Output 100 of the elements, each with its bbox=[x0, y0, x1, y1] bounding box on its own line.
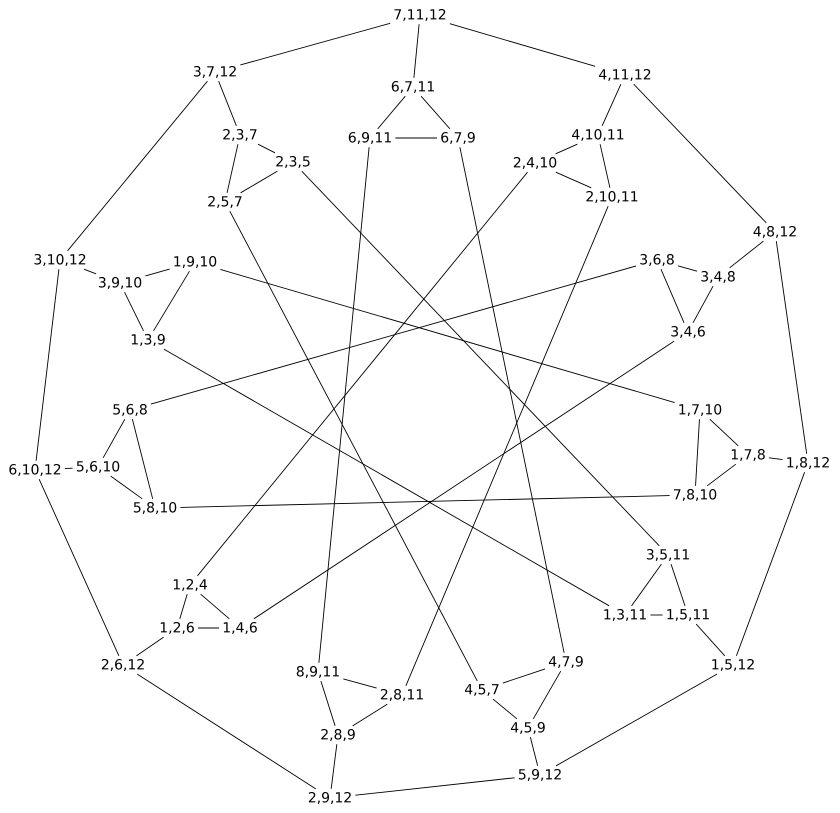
vertex-label: 4,5,9 bbox=[510, 722, 545, 734]
vertex-label: 1,2,6 bbox=[160, 622, 194, 634]
vertex-label: 1,5,12 bbox=[712, 659, 754, 671]
vertex-label: 8,9,11 bbox=[296, 666, 339, 678]
edge-line bbox=[556, 674, 718, 766]
vertex-label: 4,8,12 bbox=[754, 226, 796, 238]
vertex-label: 2,10,11 bbox=[586, 191, 638, 203]
edge-line bbox=[110, 476, 143, 500]
edge-line bbox=[413, 24, 420, 78]
edge-line bbox=[729, 240, 764, 268]
edge-line bbox=[102, 418, 126, 458]
edge-line bbox=[229, 210, 478, 682]
edge-line bbox=[330, 744, 338, 790]
edge-line bbox=[650, 614, 664, 616]
vertex-label: 6,10,12 bbox=[9, 464, 60, 476]
vertex-label: 3,4,8 bbox=[701, 271, 735, 283]
edge-line bbox=[226, 144, 238, 194]
vertex-label: 3,10,12 bbox=[34, 254, 86, 266]
edge-line bbox=[695, 418, 700, 486]
edge-line bbox=[150, 266, 637, 405]
vertex-label: 1,3,9 bbox=[132, 334, 165, 346]
vertex-label: 5,6,10 bbox=[76, 461, 120, 473]
edge-line bbox=[352, 704, 388, 726]
vertex-label: 5,8,10 bbox=[134, 502, 176, 514]
edge-line bbox=[200, 594, 230, 620]
vertex-label: 4,11,12 bbox=[599, 69, 650, 81]
vertex-label: 5,9,12 bbox=[518, 769, 561, 781]
edge-line bbox=[240, 170, 278, 194]
edge-line bbox=[502, 668, 546, 684]
vertex-label: 6,7,11 bbox=[392, 81, 434, 93]
edge-line bbox=[696, 624, 726, 656]
edge-line bbox=[301, 170, 660, 546]
edge-line bbox=[405, 206, 609, 686]
vertex-label: 5,6,8 bbox=[113, 404, 147, 416]
edge-line bbox=[342, 678, 378, 688]
vertex-label: 3,9,10 bbox=[98, 277, 142, 289]
edge-line bbox=[768, 457, 784, 460]
edge-line bbox=[677, 265, 698, 272]
vertex-label: 4,10,11 bbox=[572, 129, 624, 141]
edge-line bbox=[258, 144, 276, 154]
edge-line bbox=[144, 268, 170, 276]
edge-line bbox=[459, 146, 565, 654]
edge-line bbox=[153, 270, 190, 332]
edge-line bbox=[136, 636, 164, 656]
edge-line bbox=[218, 80, 237, 126]
vertex-label: 1,7,10 bbox=[679, 404, 722, 416]
edge-line bbox=[776, 240, 808, 454]
edge-line bbox=[240, 22, 391, 66]
edge-line bbox=[38, 478, 120, 656]
vertex-label: 1,4,6 bbox=[224, 622, 257, 634]
edge-line bbox=[555, 172, 592, 188]
vertex-label: 3,4,6 bbox=[671, 326, 705, 338]
edge-line bbox=[692, 286, 714, 324]
edge-line bbox=[197, 172, 528, 576]
vertex-label: 2,9,12 bbox=[308, 792, 351, 804]
vertex-label: 2,3,7 bbox=[223, 129, 257, 141]
edge-line bbox=[709, 418, 739, 446]
vertex-label: 7,8,10 bbox=[674, 489, 716, 501]
edge-line bbox=[84, 268, 97, 274]
edge-line bbox=[492, 698, 518, 720]
edge-line bbox=[36, 268, 60, 462]
edge-line bbox=[163, 348, 610, 606]
vertex-label: 3,6,8 bbox=[640, 254, 674, 266]
edge-line bbox=[660, 268, 684, 324]
edge-line bbox=[132, 418, 154, 500]
edge-line bbox=[670, 564, 686, 606]
vertex-label: 1,5,11 bbox=[667, 609, 709, 621]
edge-line bbox=[220, 268, 676, 404]
edge-line bbox=[318, 146, 370, 664]
vertex-label: 1,8,12 bbox=[787, 457, 829, 469]
vertex-label: 6,7,9 bbox=[441, 132, 475, 144]
vertex-label: 2,8,11 bbox=[380, 689, 423, 701]
vertex-label: 2,5,7 bbox=[208, 196, 242, 208]
edge-line bbox=[602, 84, 622, 126]
vertex-label: 2,4,10 bbox=[514, 157, 556, 169]
edge-line bbox=[736, 472, 806, 656]
edge-line bbox=[180, 495, 670, 508]
edge-line bbox=[253, 340, 675, 620]
edge-line bbox=[449, 23, 596, 67]
edge-line bbox=[124, 292, 144, 332]
vertex-label: 4,7,9 bbox=[548, 656, 583, 668]
edge-line bbox=[420, 96, 450, 130]
edge-line bbox=[532, 670, 562, 720]
edge-line bbox=[64, 468, 74, 470]
vertex-label: 4,5,7 bbox=[464, 684, 499, 696]
edge-line bbox=[633, 84, 767, 224]
edge-line bbox=[377, 96, 406, 130]
vertex-label: 7,11,12 bbox=[394, 9, 446, 21]
edge-line bbox=[706, 464, 736, 486]
vertex-label: 6,9,11 bbox=[348, 132, 391, 144]
vertex-label: 1,2,4 bbox=[174, 579, 207, 591]
vertex-label: 2,8,9 bbox=[321, 729, 355, 741]
edge-line bbox=[136, 674, 316, 790]
vertex-label: 2,3,5 bbox=[276, 156, 310, 168]
edge-line bbox=[530, 736, 538, 766]
vertex-label: 1,7,8 bbox=[732, 449, 765, 461]
edge-line bbox=[555, 144, 578, 154]
edge-line bbox=[320, 680, 336, 726]
vertex-label: 1,9,10 bbox=[174, 256, 216, 268]
vertex-label: 2,6,12 bbox=[102, 659, 144, 671]
